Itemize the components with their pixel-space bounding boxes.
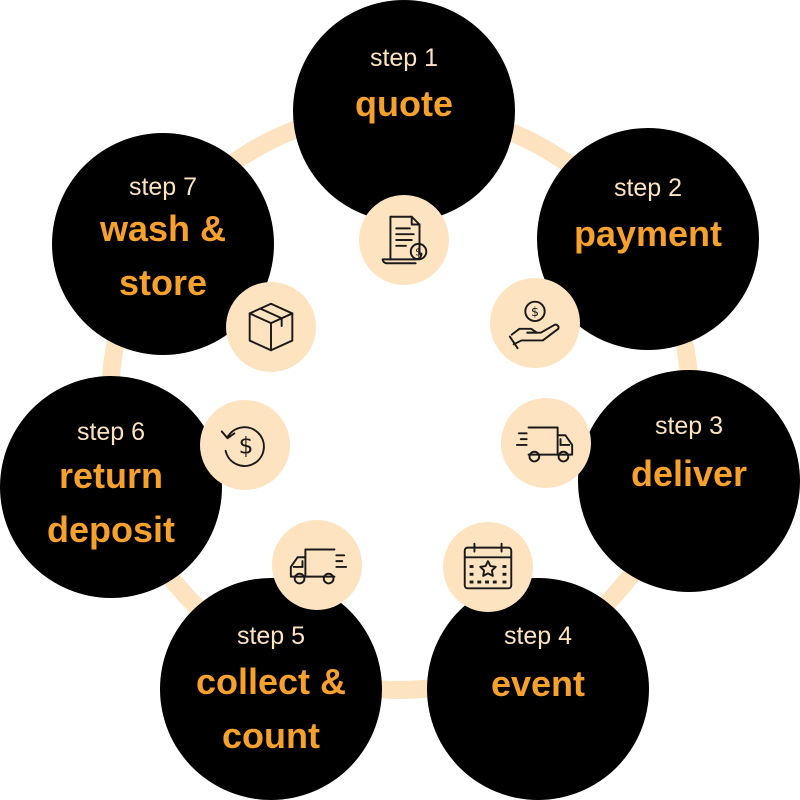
- calendar-star-icon: [463, 542, 513, 590]
- step-3-circle: step 3 deliver: [578, 370, 800, 592]
- step-7-label: step 7: [128, 173, 198, 201]
- step-5-label: step 5: [236, 622, 306, 650]
- svg-text:$: $: [239, 433, 254, 460]
- step-4-label: step 4: [503, 622, 573, 650]
- step-6-circle: step 6 return deposit: [0, 376, 222, 598]
- event-icon-badge: [443, 522, 533, 612]
- collect-icon-badge: [272, 520, 362, 610]
- svg-text:$: $: [531, 304, 539, 319]
- hand-coin-icon: $: [508, 300, 560, 350]
- delivery-truck-icon: [515, 426, 574, 463]
- step-2-label: step 2: [613, 174, 683, 202]
- delivery-truck-icon: [289, 548, 348, 585]
- step-5-title: collect & count: [195, 661, 347, 756]
- step-4-title: event: [490, 663, 586, 704]
- step-1-label: step 1: [369, 44, 439, 72]
- payment-icon-badge: $: [490, 278, 580, 368]
- wash-store-icon-badge: [226, 282, 316, 372]
- step-3-label: step 3: [654, 412, 724, 440]
- box-icon: [248, 302, 294, 352]
- svg-text:$: $: [415, 246, 422, 259]
- quote-icon-badge: $: [359, 195, 449, 285]
- step-7-title: wash & store: [99, 208, 227, 303]
- deliver-icon-badge: [501, 398, 591, 488]
- step-4-circle: step 4 event: [427, 578, 649, 800]
- step-6-label: step 6: [76, 418, 146, 446]
- refund-dollar-icon: $: [220, 426, 265, 467]
- step-6-title: return deposit: [46, 455, 175, 550]
- step-3-title: deliver: [630, 453, 748, 494]
- step-1-title: quote: [355, 83, 453, 124]
- step-5-circle: step 5 collect & count: [160, 578, 382, 800]
- step-1-circle: step 1 quote: [293, 0, 515, 222]
- invoice-dollar-icon: $: [381, 215, 428, 265]
- step-2-title: payment: [573, 213, 723, 254]
- return-deposit-icon-badge: $: [200, 400, 290, 490]
